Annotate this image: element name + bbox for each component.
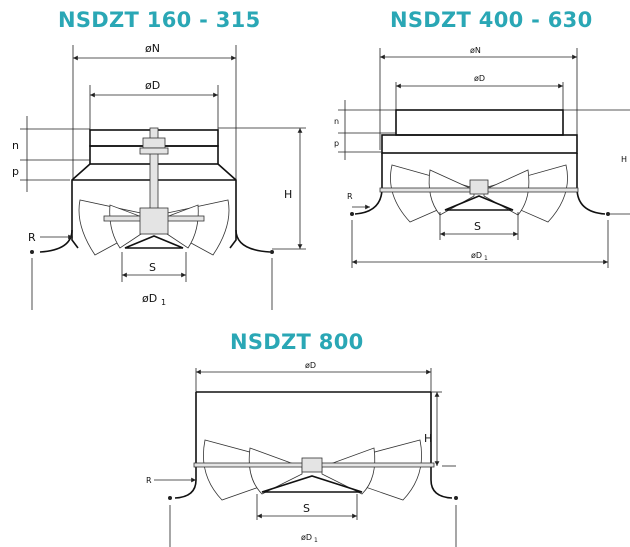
svg-text:1: 1	[484, 255, 488, 262]
label-n-diameter-2: øN	[470, 46, 481, 55]
label-d-diameter: øD	[145, 79, 160, 92]
motor-hub	[139, 207, 169, 235]
drawing-800: øD S øD 1 H R	[146, 361, 458, 547]
label-p-2: p	[334, 139, 339, 148]
label-h-2: H	[621, 155, 627, 164]
label-r: R	[28, 231, 36, 244]
label-d-diameter-2: øD	[474, 74, 485, 83]
housing-2	[381, 134, 578, 154]
upper-ring-2	[395, 109, 564, 136]
label-h-3: H	[424, 432, 432, 445]
motor-hub-3	[301, 457, 323, 473]
svg-text:1: 1	[314, 537, 318, 544]
inlet-bellmouth	[39, 229, 271, 253]
cone-2	[444, 195, 514, 211]
motor-hub-2	[469, 179, 489, 195]
label-n-diameter: øN	[145, 42, 160, 55]
label-n-2: n	[334, 117, 339, 126]
svg-text:1: 1	[161, 298, 166, 307]
label-s: S	[149, 261, 156, 274]
drawing-title-400-630: NSDZT 400 - 630	[390, 8, 593, 32]
drawing-title-160-315: NSDZT 160 - 315	[58, 8, 261, 32]
label-r-3: R	[146, 476, 152, 485]
label-n: n	[12, 139, 19, 152]
label-d1-diameter-2: øD	[471, 251, 482, 260]
drawing-400-630: øN øD S øD 1 n	[334, 46, 630, 268]
label-d-diameter-3: øD	[305, 361, 316, 370]
label-r-2: R	[347, 192, 353, 201]
drawing-160-315: øN øD S	[12, 42, 306, 310]
drawing-title-800: NSDZT 800	[230, 330, 364, 354]
label-d1-diameter-3: øD	[301, 533, 312, 542]
label-h: H	[284, 188, 292, 201]
label-s-3: S	[303, 502, 310, 515]
rod-nut-top	[142, 137, 166, 149]
cone	[124, 235, 184, 249]
label-d1-diameter: øD	[142, 292, 157, 305]
label-p: p	[12, 165, 19, 178]
label-s-2: S	[474, 220, 481, 233]
cone-3	[261, 475, 363, 493]
housing	[71, 163, 237, 249]
